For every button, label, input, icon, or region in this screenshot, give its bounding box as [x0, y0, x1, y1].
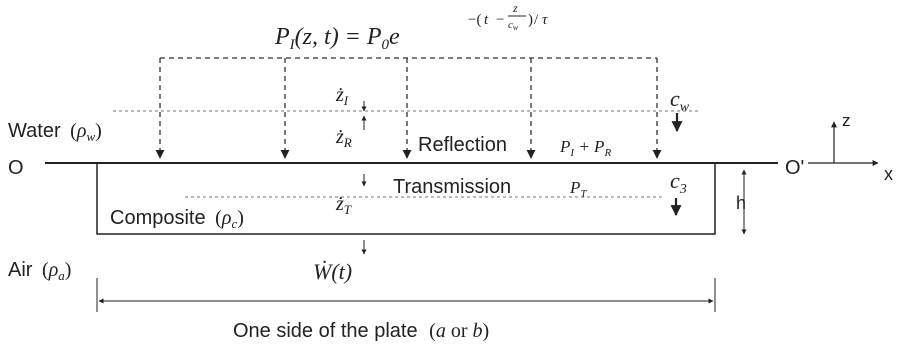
svg-text:PI(z, t) = P0e: PI(z, t) = P0e	[274, 24, 400, 53]
svg-text:z: z	[512, 1, 518, 15]
air-density: (ρa)	[42, 259, 71, 283]
svg-text:): )	[528, 12, 533, 28]
origin-right-label: O'	[785, 157, 804, 179]
axis-x-label: x	[884, 164, 893, 184]
thickness-label: h	[736, 193, 746, 213]
incident-pressure-equation: PI(z, t) = P0e −( t − z cw ) / τ	[274, 1, 548, 53]
reflected-velocity-label: żR	[335, 126, 352, 150]
water-label: Water (ρw)	[8, 120, 102, 144]
svg-text:cw: cw	[508, 19, 519, 32]
transmitted-pressure-label: PT	[569, 178, 587, 200]
origin-left-label: O	[8, 157, 24, 179]
svg-text:−: −	[496, 12, 504, 28]
reflected-pressure-label: PI + PR	[559, 137, 611, 159]
plate-width-dimension	[96, 278, 716, 312]
reflection-label: Reflection	[418, 134, 507, 156]
water-wave-speed-label: cw	[670, 86, 690, 115]
plate-side-label: One side of the plate (a or b)	[233, 320, 489, 342]
transmission-label: Transmission	[393, 176, 511, 198]
air-label: Air (ρa)	[8, 259, 71, 283]
svg-text:/: /	[534, 12, 539, 28]
incident-velocity-label: żI	[335, 84, 349, 108]
composite-density: (ρc)	[215, 207, 244, 231]
svg-text:t: t	[484, 12, 489, 28]
axis-z-label: z	[842, 111, 851, 130]
composite-plate	[96, 162, 716, 235]
composite-wave-speed-label: c3	[670, 168, 687, 197]
plate-side-paren: (a or b)	[429, 320, 489, 342]
water-density: (ρw)	[70, 120, 102, 144]
composite-label: Composite (ρc)	[110, 207, 244, 231]
plate-velocity-label: Ẇ(t)	[313, 259, 352, 284]
incident-wave-frame	[155, 57, 662, 159]
coordinate-axes	[808, 121, 879, 166]
svg-text:τ: τ	[542, 12, 548, 28]
svg-text:−(: −(	[468, 12, 481, 28]
